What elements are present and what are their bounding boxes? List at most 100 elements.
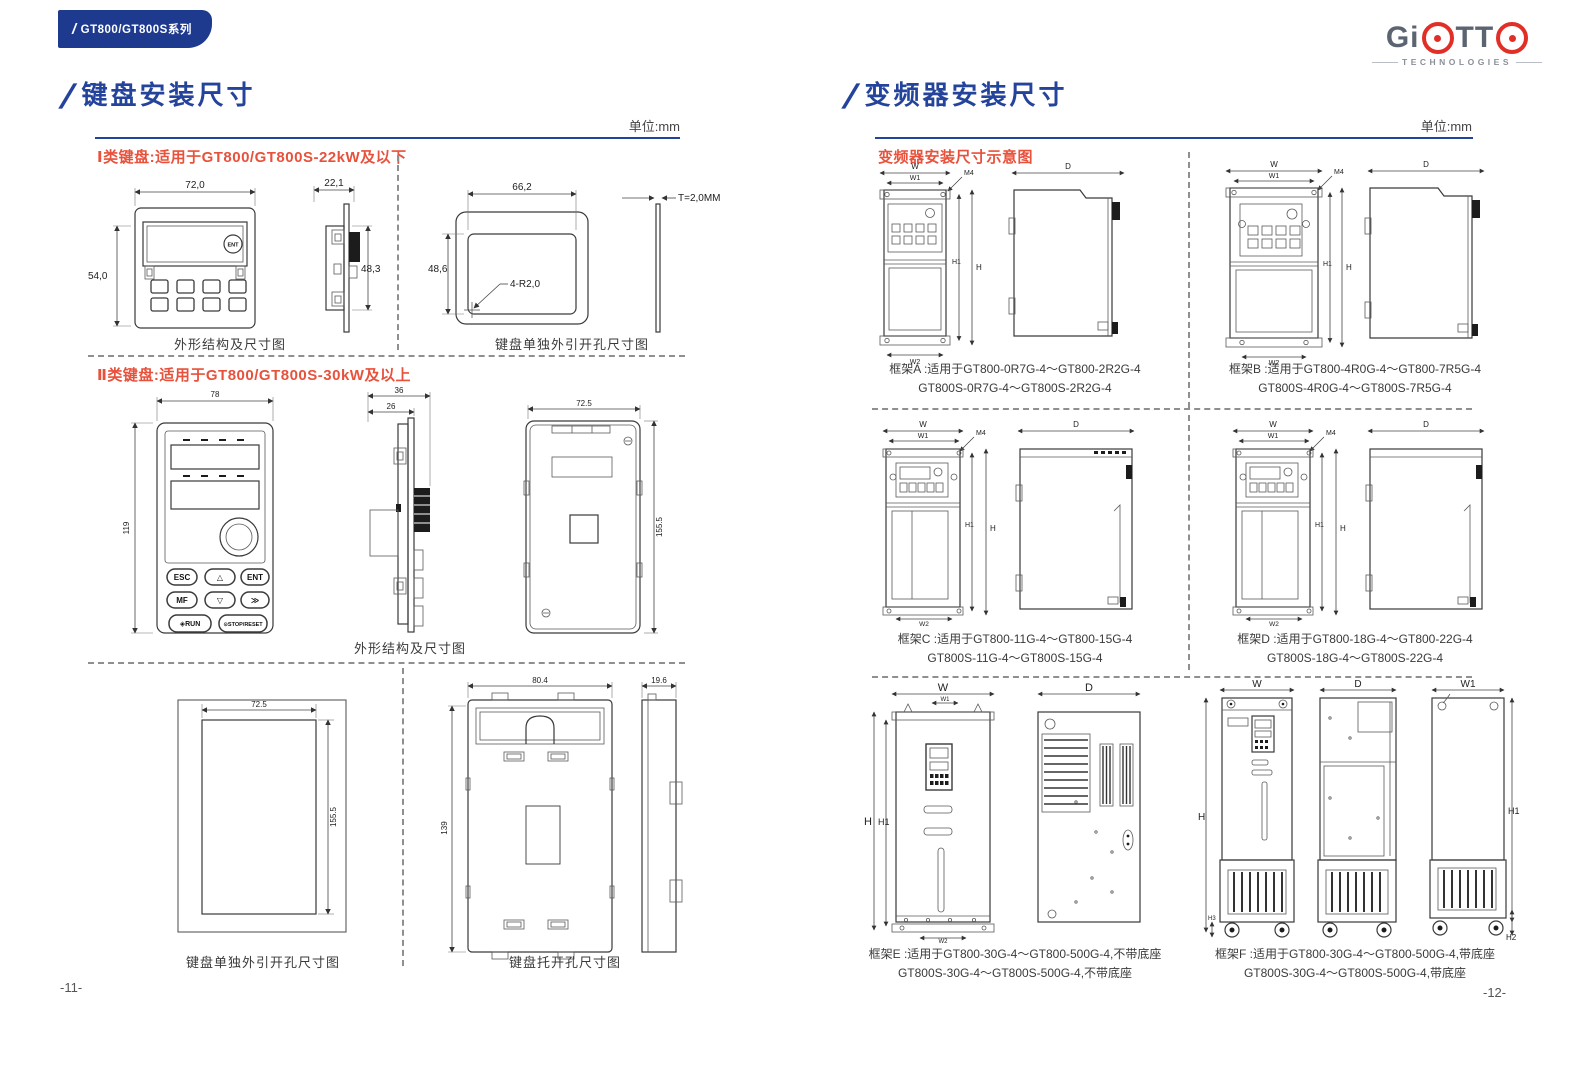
drawing-caption: 键盘单独外引开孔尺寸图 (494, 337, 649, 352)
dim-label: H (976, 263, 982, 272)
logo-text-gi: Gi (1385, 21, 1420, 54)
dim-label: W (1269, 420, 1277, 429)
frame-caption: 框架E :适用于GT800-30G-4～GT800-500G-4,不带底座 GT… (855, 945, 1175, 982)
dim-label: T=2,0MM (678, 193, 721, 204)
page-title: 键盘安装尺寸 (81, 80, 256, 110)
title-rule (95, 137, 680, 139)
slash-decoration: / (72, 20, 77, 38)
inverter-heading: 变频器安装尺寸示意图 (878, 149, 1034, 166)
dim-label: H1 (1315, 522, 1324, 529)
logo-rule-left (1372, 61, 1398, 63)
page-number-right: -12- (1483, 985, 1507, 1000)
frame-caption-line2: GT800S-0R7G-4～GT800S-2R2G-4 (918, 380, 1112, 395)
keypad2-back-drawing: 72.5 155.5 (523, 399, 664, 634)
dim-label: W (1252, 679, 1262, 690)
right-page-title: / 变频器安装尺寸 (841, 78, 1068, 116)
class2-heading: Ⅱ类键盘:适用于GT800/GT800S-30kW及以上 (97, 367, 411, 384)
keypad2-side-drawing: 36 26 (367, 386, 431, 633)
keypad1-side-drawing: 22,1 48,3 (313, 178, 381, 333)
dashed-divider (872, 676, 1472, 678)
frameD-drawing: W W1 M4 H1 H W2 D (1232, 420, 1485, 628)
title-rule (875, 137, 1473, 139)
frame-caption-line1: 框架C :适用于GT800-11G-4～GT800-15G-4 (897, 632, 1133, 646)
frame-caption: 框架C :适用于GT800-11G-4～GT800-15G-4 GT800S-1… (860, 630, 1170, 667)
dim-label: D (1085, 682, 1093, 694)
dashed-divider (88, 355, 685, 357)
keypad1-front-drawing: 72,0 54,0 ENT (88, 180, 256, 329)
dim-label: H3 (1208, 916, 1216, 922)
dim-label: M4 (1326, 430, 1336, 437)
dim-label: H1 (878, 817, 890, 827)
frameA-drawing: W W1 M4 H1 H W2 D (879, 162, 1125, 366)
dim-label: 72.5 (576, 399, 592, 408)
dim-label: 72.5 (251, 700, 267, 709)
keypad-button-label: ≫ (251, 596, 259, 605)
giotto-logo: Gi TT TECHNOLOGIES (1372, 21, 1543, 67)
title-slash-icon: / (840, 78, 859, 116)
keypad1-hole-drawing: 66,2 48,6 4-R2,0 (428, 182, 589, 325)
logo-o-icon (1496, 22, 1529, 54)
frameC-drawing: W W1 M4 H1 H W2 D (882, 420, 1135, 628)
dashed-divider (1188, 415, 1190, 670)
keypad2-front-drawing: 78 119 ESC △ ENT MF ▽ ≫ ◈RUN ⊙STOP/RESET (122, 390, 274, 634)
keypad-button-label: ESC (174, 573, 191, 582)
keypad2-tray-drawing: 80.4 139 19.6 (440, 676, 683, 960)
dim-label: 48,6 (428, 264, 448, 275)
frame-caption-line1: 框架B :适用于GT800-4R0G-4～GT800-7R5G-4 (1228, 362, 1482, 376)
frame-caption: 框架B :适用于GT800-4R0G-4～GT800-7R5G-4 GT800S… (1215, 360, 1495, 397)
ent-button-label: ENT (228, 243, 240, 249)
dashed-divider (88, 662, 685, 664)
dim-label: 4-R2,0 (510, 279, 540, 290)
dim-label: H1 (965, 522, 974, 529)
dim-label: 66,2 (512, 182, 532, 193)
dim-label: H (990, 524, 996, 533)
page-title: 变频器安装尺寸 (864, 80, 1068, 110)
dim-label: 78 (211, 390, 220, 399)
left-page-title: / 键盘安装尺寸 (58, 78, 256, 116)
dim-label: H (864, 816, 872, 828)
drawing-caption: 外形结构及尺寸图 (353, 641, 466, 656)
dim-label: 36 (395, 386, 404, 395)
dim-label: D (1073, 420, 1079, 429)
unit-label: 单位:mm (628, 119, 680, 134)
dim-label: 19.6 (651, 676, 667, 685)
dim-label: 139 (440, 821, 449, 835)
dim-label: W1 (1268, 433, 1279, 440)
unit-label: 单位:mm (1420, 119, 1472, 134)
dim-label: W (919, 420, 927, 429)
dim-label: M4 (964, 170, 974, 177)
drawing-caption: 外形结构及尺寸图 (173, 337, 286, 352)
dim-label: D (1423, 160, 1429, 169)
frame-caption: 框架D :适用于GT800-18G-4～GT800-22G-4 GT800S-1… (1215, 630, 1495, 667)
frameB-drawing: W W1 M4 H1 H W2 D (1225, 160, 1485, 367)
dashed-divider (397, 155, 399, 350)
keypad-button-label: ⊙STOP/RESET (223, 622, 263, 628)
frameE-drawing: W W1 H H1 W2 D (864, 682, 1141, 945)
logo-text-tt: TT (1455, 21, 1495, 54)
dim-label: H (1340, 524, 1346, 533)
frameF-drawing: W H H3 D W1 H1 H2 (1198, 679, 1520, 942)
frame-caption-line1: 框架F :适用于GT800-30G-4～GT800-500G-4,带底座 (1214, 947, 1496, 961)
dashed-divider (402, 668, 404, 966)
keypad1-plate-drawing: T=2,0MM (622, 193, 721, 333)
dim-label: 155.5 (655, 516, 664, 537)
dim-label: W (938, 682, 949, 694)
dim-label: W2 (1269, 360, 1280, 367)
keypad-button-label: MF (176, 596, 188, 605)
drawing-caption: 键盘托开孔尺寸图 (508, 955, 621, 970)
dim-label: H1 (1323, 261, 1332, 268)
drawing-caption: 键盘单独外引开孔尺寸图 (185, 955, 340, 970)
dim-label: 72,0 (185, 180, 205, 191)
frame-caption: 框架A :适用于GT800-0R7G-4～GT800-2R2G-4 GT800S… (860, 360, 1170, 397)
logo-subtext: TECHNOLOGIES (1402, 57, 1513, 67)
dim-label: W1 (941, 697, 951, 703)
dim-label: H1 (1508, 806, 1520, 816)
dim-label: D (1423, 420, 1429, 429)
dim-label: 80.4 (532, 676, 548, 685)
logo-rule-right (1516, 61, 1543, 63)
series-tab: / GT800/GT800S系列 (58, 10, 212, 48)
frame-caption-line2: GT800S-18G-4～GT800S-22G-4 (1266, 650, 1444, 665)
frame-caption-line1: 框架E :适用于GT800-30G-4～GT800-500G-4,不带底座 (868, 947, 1162, 961)
title-slash-icon: / (57, 78, 76, 116)
dim-label: H2 (1506, 933, 1517, 942)
